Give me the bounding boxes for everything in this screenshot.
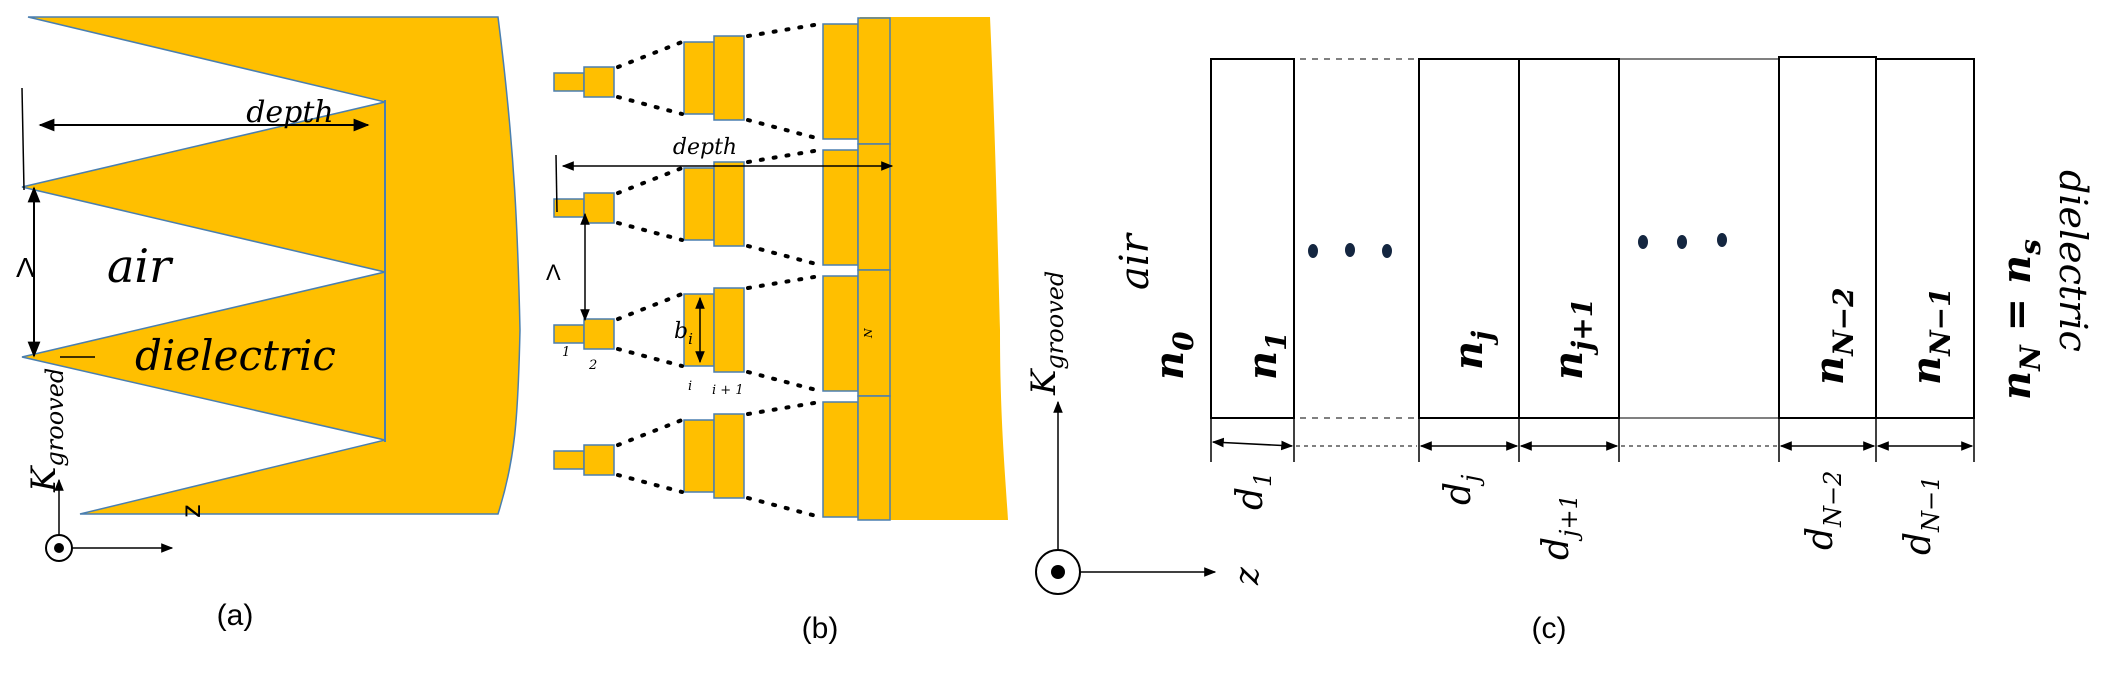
panel-c-ellipsis-2 [1638, 233, 1727, 249]
panel-a-depth-label: depth [246, 95, 334, 130]
panel-b: depth Λ bi 1 2 i i + 1 N Kgrooved (b) [546, 17, 1069, 645]
panel-c-layer-1 [1210, 58, 1295, 419]
panel-c-dielectric-label: dielectric [2051, 170, 2095, 352]
panel-a-dielectric-label: dielectric [135, 331, 336, 380]
panel-a-caption: (a) [217, 599, 254, 632]
panel-b-tip-tick [555, 154, 558, 213]
panel-c-layer-N2 [1778, 56, 1877, 419]
panel-a: depth Λ air dielectric Kgrooved z (a) [16, 16, 521, 632]
panel-a-tip-tick [21, 87, 25, 191]
panel-c: z air n0 n1 nj nj+1 nN−2 nN−1 nN = ns di… [1035, 56, 2095, 645]
panel-c-dj1-label: dj+1 [1536, 494, 1583, 560]
panel-c-nN2-label: nN−2 [1806, 287, 1860, 385]
panel-c-layer-j1 [1518, 58, 1620, 419]
panel-b-bi-label: bi [674, 319, 693, 348]
panel-c-caption: (c) [1532, 612, 1567, 645]
panel-a-dielectric-body [21, 16, 521, 515]
panel-a-z-label: z [175, 504, 206, 518]
panel-b-substrate [860, 17, 1008, 520]
panel-c-d1-label: d1 [1230, 472, 1277, 510]
panel-a-air-label: air [107, 239, 174, 293]
panel-c-layer-j [1418, 58, 1520, 419]
panel-b-layer-1-label: 1 [562, 345, 570, 360]
panel-b-layer-i1-label: i + 1 [712, 383, 744, 398]
panel-b-staircase-row-3 [553, 269, 891, 397]
panel-c-n0-label: n0 [1146, 331, 1200, 380]
panel-c-nj1-label: nj+1 [1545, 298, 1599, 380]
panel-a-k-label: Kgrooved [24, 368, 69, 493]
panel-c-dj-label: dj [1438, 474, 1485, 505]
panel-c-substrate-label: nN = ns [1993, 239, 2047, 400]
panel-b-k-label: Kgrooved [1024, 271, 1069, 396]
panel-b-caption: (b) [802, 612, 839, 645]
panel-c-n1-label: n1 [1239, 331, 1293, 380]
panel-c-air-label: air [1112, 231, 1158, 290]
panel-c-d1-arrow [1211, 437, 1294, 451]
panel-a-axis-origin-dot [54, 543, 64, 553]
panel-c-dN2-label: dN−2 [1800, 471, 1847, 550]
panel-b-layer-N-label: N [862, 328, 875, 339]
panel-c-nN1-label: nN−1 [1903, 287, 1957, 385]
panel-b-staircase-row-1 [553, 17, 891, 145]
panel-b-staircase-row-4 [553, 395, 891, 521]
panel-c-axis-origin-dot [1051, 565, 1065, 579]
panel-b-layer-i-label: i [688, 379, 692, 394]
svg-text:Kgrooved: Kgrooved [24, 368, 69, 493]
panel-a-period-label: Λ [16, 252, 35, 283]
panel-c-nj-label: nj [1445, 331, 1499, 370]
panel-b-layer-2-label: 2 [588, 358, 597, 373]
panel-c-dN1-label: dN−1 [1898, 476, 1945, 555]
panel-c-ellipsis-1 [1308, 243, 1392, 258]
svg-text:Kgrooved: Kgrooved [1024, 271, 1069, 396]
panel-c-thickness-ticks [1210, 418, 1975, 462]
panel-c-z-label: z [1227, 566, 1267, 586]
panel-c-layer-N1 [1875, 58, 1975, 419]
panel-b-period-label: Λ [546, 260, 561, 285]
panel-b-staircase-row-2 [553, 143, 891, 271]
panel-b-depth-label: depth [673, 135, 737, 160]
